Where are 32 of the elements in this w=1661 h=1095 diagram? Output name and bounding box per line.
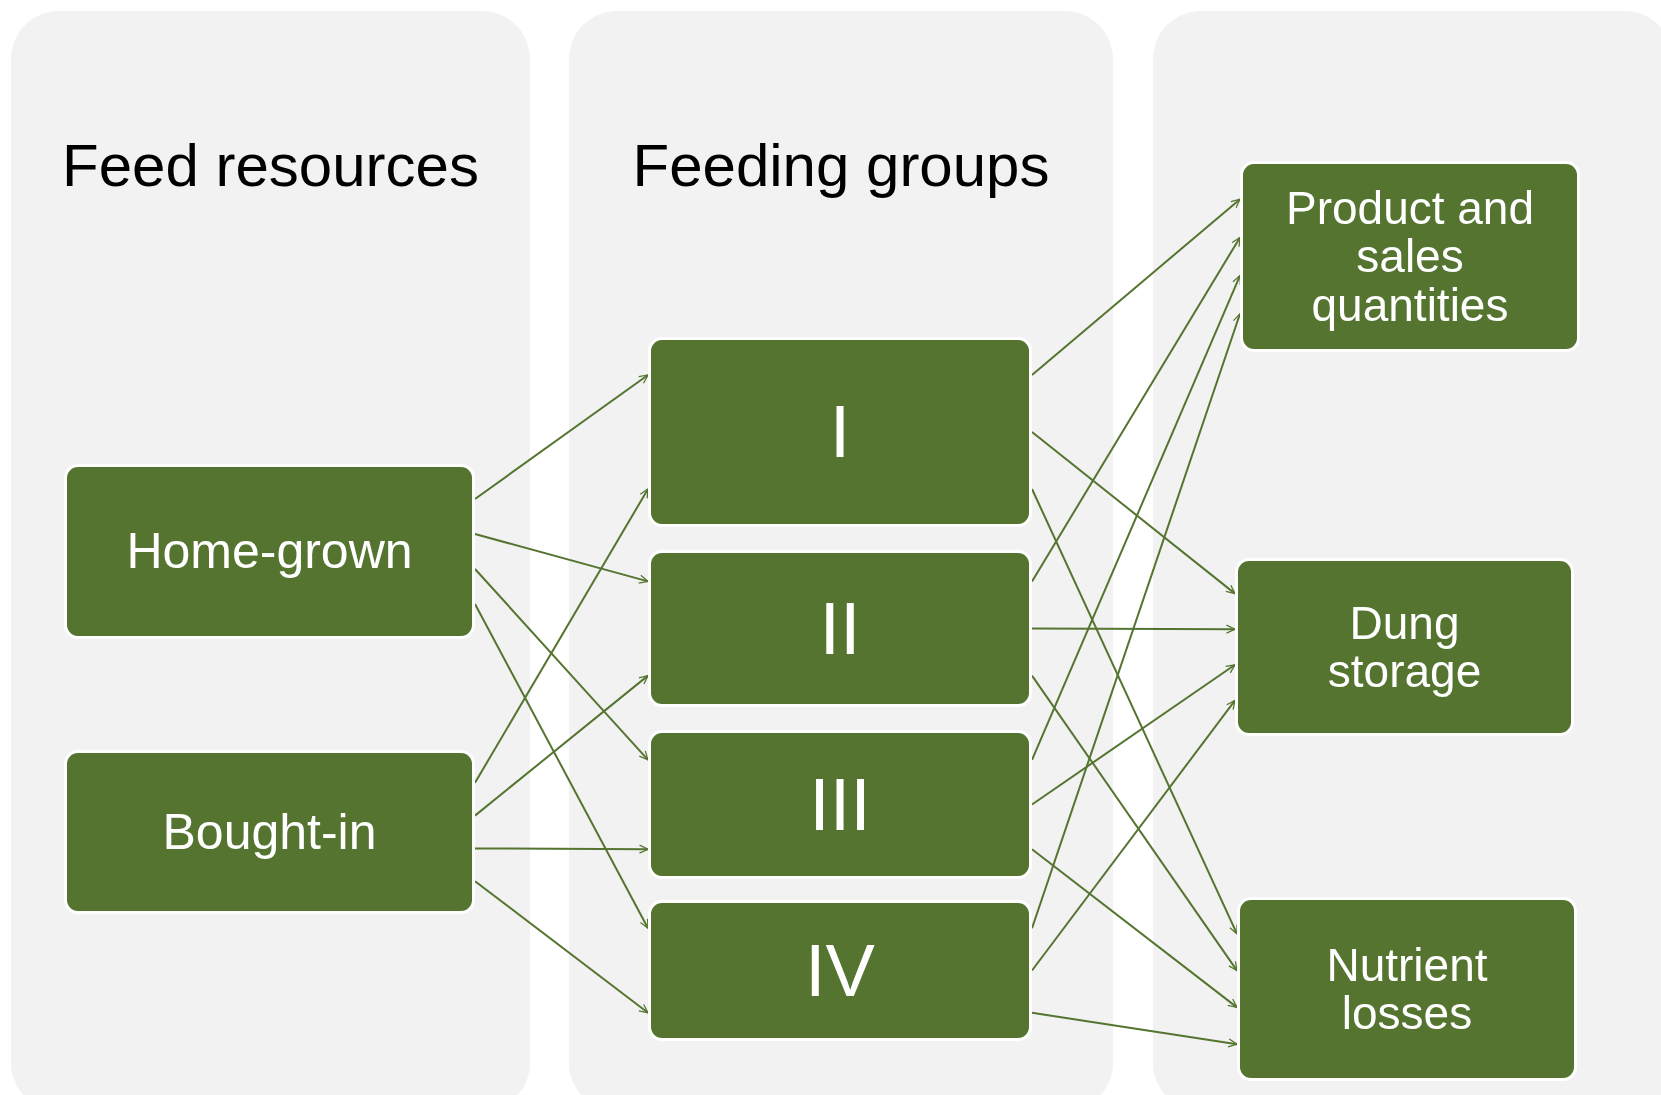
arrow bbox=[474, 568, 649, 761]
arrow bbox=[474, 880, 649, 1014]
process-box: Product and sales quantities bbox=[1240, 161, 1580, 352]
process-box: Home-grown bbox=[64, 464, 475, 639]
arrow bbox=[1031, 312, 1242, 930]
process-box: Dung storage bbox=[1235, 558, 1574, 736]
column-heading: Feed resources bbox=[61, 131, 480, 200]
arrow bbox=[474, 603, 649, 930]
process-box: III bbox=[648, 730, 1032, 879]
arrow bbox=[474, 844, 649, 854]
process-box: I bbox=[648, 337, 1032, 527]
process-box: II bbox=[648, 550, 1032, 707]
arrow bbox=[474, 488, 649, 784]
arrow bbox=[474, 674, 649, 817]
arrow bbox=[1031, 236, 1241, 583]
process-box: IV bbox=[648, 900, 1032, 1041]
arrow bbox=[474, 533, 649, 584]
arrow bbox=[1031, 274, 1241, 761]
arrow bbox=[1031, 1011, 1238, 1048]
process-box: Bought-in bbox=[64, 750, 475, 914]
column-panel bbox=[569, 11, 1113, 1095]
process-box: Nutrient losses bbox=[1237, 897, 1577, 1081]
column-panel bbox=[1153, 11, 1661, 1095]
arrow bbox=[1031, 431, 1236, 595]
arrow bbox=[1031, 663, 1236, 806]
arrow bbox=[1031, 848, 1238, 1009]
arrow bbox=[1031, 624, 1236, 634]
arrow bbox=[1031, 198, 1241, 376]
column-heading: Feeding groups bbox=[631, 131, 1051, 200]
arrow bbox=[474, 374, 649, 500]
column-panel bbox=[11, 11, 530, 1095]
arrow bbox=[1031, 488, 1238, 935]
